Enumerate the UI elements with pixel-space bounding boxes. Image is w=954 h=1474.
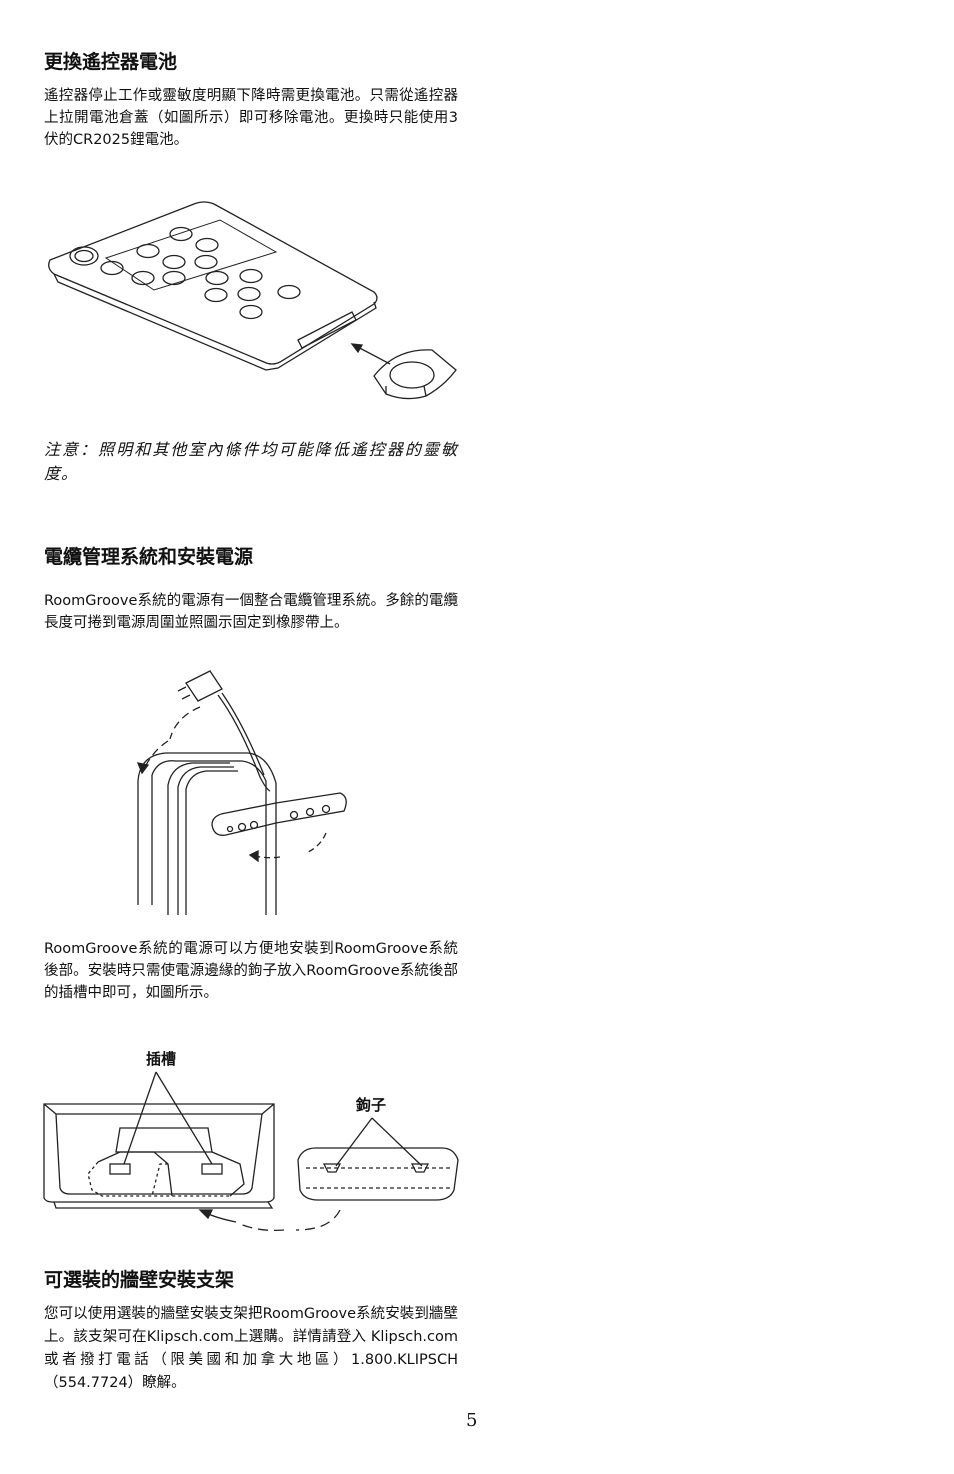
wall-mount-heading: 可選裝的牆壁安裝支架 bbox=[44, 1269, 235, 1291]
battery-note: 注意：照明和其他室內條件均可能降低遙控器的靈敏度。 bbox=[44, 440, 458, 483]
power-supply-cable-illustration bbox=[136, 670, 347, 915]
cable-heading: 電纜管理系統和安裝電源 bbox=[44, 546, 254, 568]
page-number: 5 bbox=[466, 1410, 478, 1431]
mounting-slot-hook-illustration bbox=[43, 1071, 459, 1232]
cable-body-2: RoomGroove系統的電源可以方便地安裝到RoomGroove系統後部。安裝… bbox=[44, 941, 458, 1001]
wall-mount-body: 您可以使用選裝的牆壁安裝支架把RoomGroove系統安裝到牆壁上。該支架可在K… bbox=[44, 1306, 458, 1391]
cable-body-1: RoomGroove系統的電源有一個整合電纜管理系統。多餘的電纜長度可捲到電源周… bbox=[44, 593, 458, 631]
remote-battery-illustration bbox=[48, 201, 457, 400]
slot-label: 插槽 bbox=[146, 1050, 177, 1068]
hook-label: 鉤子 bbox=[356, 1096, 387, 1114]
battery-body: 遙控器停止工作或靈敏度明顯下降時需更換電池。只需從遙控器上拉開電池倉蓋（如圖所示… bbox=[44, 88, 458, 148]
battery-heading: 更換遙控器電池 bbox=[44, 51, 178, 73]
